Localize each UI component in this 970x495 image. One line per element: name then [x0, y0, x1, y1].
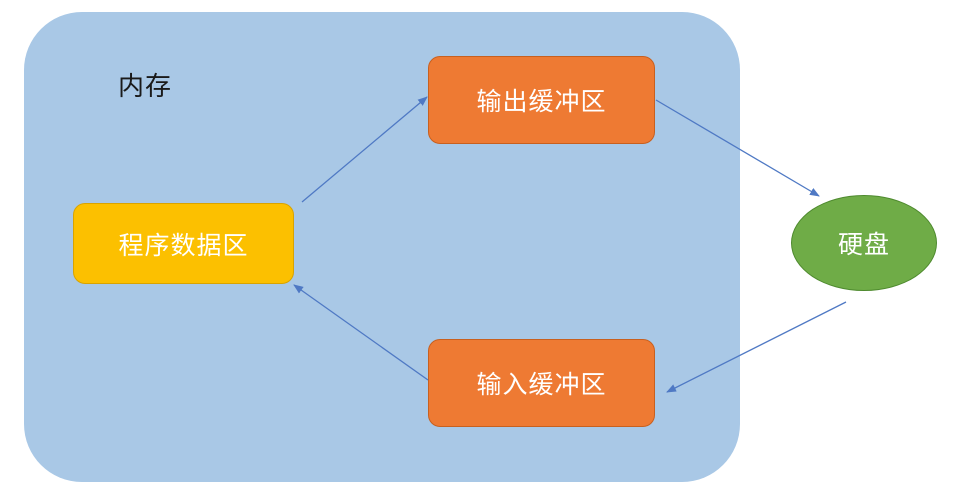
arrow-output-to-disk	[655, 99, 820, 197]
program-data-area-node: 程序数据区	[73, 203, 294, 284]
arrow-program-to-output	[301, 96, 428, 203]
arrow-disk-to-input	[666, 301, 847, 393]
disk-node: 硬盘	[791, 195, 937, 291]
output-buffer-node: 输出缓冲区	[428, 56, 655, 144]
memory-label: 内存	[118, 72, 173, 102]
arrow-input-to-program	[293, 284, 429, 381]
input-buffer-node: 输入缓冲区	[428, 339, 655, 427]
